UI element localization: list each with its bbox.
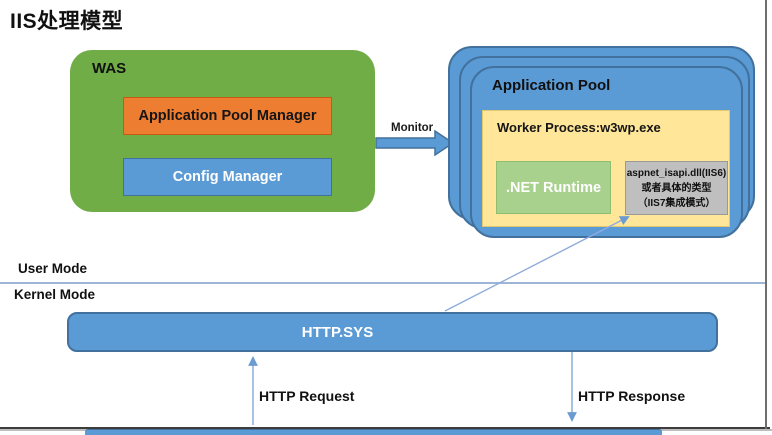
bottom-client-bar [85,429,662,435]
page-title: IIS处理模型 [10,10,124,33]
app-pool-card-front: Application Pool Worker Process:w3wp.exe… [470,66,743,238]
user-mode-label: User Mode [18,261,88,276]
was-label: WAS [92,60,127,77]
isapi-line-2: 或者具体的类型 [641,183,712,194]
mode-divider-line [0,282,766,284]
http-sys-bar: HTTP.SYS [67,312,718,352]
was-box: WAS Application Pool Manager Config Mana… [70,50,375,212]
http-sys-label: HTTP.SYS [301,323,374,341]
worker-process-label: Worker Process:w3wp.exe [497,120,661,135]
config-manager-box: Config Manager [123,158,332,196]
monitor-arrow-icon [375,129,455,157]
http-request-label: HTTP Request [259,388,355,404]
isapi-line-1: aspnet_isapi.dll(IIS6) [626,168,727,179]
image-border-right [765,0,767,429]
isapi-line-3: （IIS7集成模式） [637,198,716,209]
kernel-mode-label: Kernel Mode [14,287,96,302]
isapi-box: aspnet_isapi.dll(IIS6) 或者具体的类型 （IIS7集成模式… [625,161,728,215]
image-border-bottom [0,427,770,429]
net-runtime-label: .NET Runtime [505,179,602,196]
application-pool-manager-box: Application Pool Manager [123,97,332,135]
net-runtime-box: .NET Runtime [496,161,611,214]
app-pool-label: Application Pool [492,77,611,94]
worker-process-box: Worker Process:w3wp.exe .NET Runtime asp… [482,110,730,227]
http-response-label: HTTP Response [578,388,686,404]
monitor-label: Monitor [391,122,434,134]
